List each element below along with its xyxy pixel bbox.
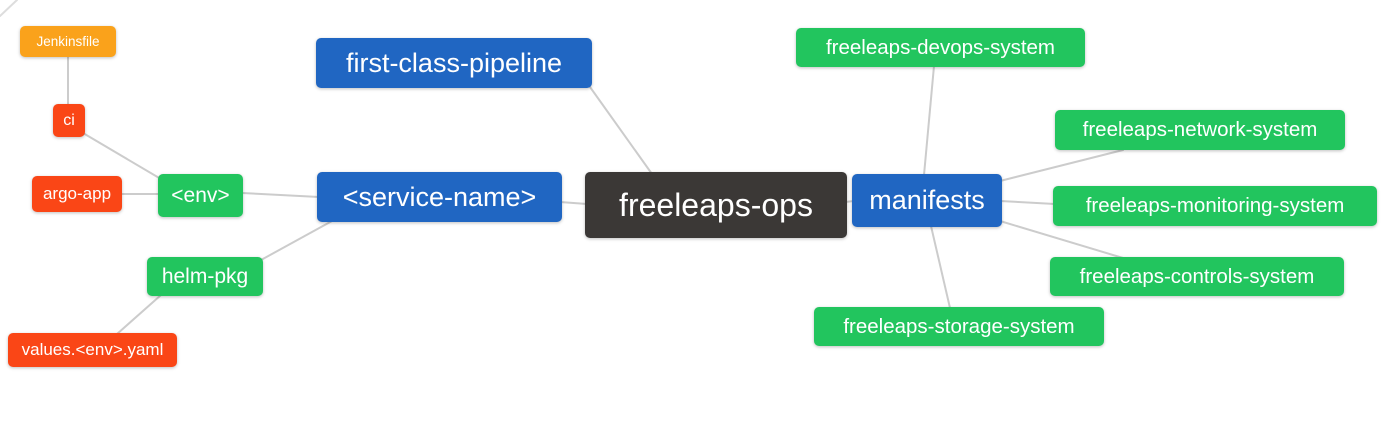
node-helm-pkg[interactable]: helm-pkg bbox=[147, 257, 263, 296]
edge-fcp-root bbox=[589, 86, 653, 175]
edge-manifests-monitoring bbox=[999, 200, 1056, 205]
node-service-name[interactable]: <service-name> bbox=[317, 172, 562, 222]
node-env[interactable]: <env> bbox=[158, 174, 243, 217]
node-freeleaps-network-system[interactable]: freeleaps-network-system bbox=[1055, 110, 1345, 150]
edge-ci-env bbox=[82, 132, 167, 183]
node-freeleaps-storage-system[interactable]: freeleaps-storage-system bbox=[814, 307, 1104, 346]
edge-manifests-network bbox=[999, 149, 1124, 182]
edge-helm-pkg-service-name bbox=[260, 220, 333, 261]
node-freeleaps-monitoring-system[interactable]: freeleaps-monitoring-system bbox=[1053, 186, 1377, 226]
node-freeleaps-devops-system[interactable]: freeleaps-devops-system bbox=[796, 28, 1085, 67]
node-jenkinsfile[interactable]: Jenkinsfile bbox=[20, 26, 116, 57]
node-manifests[interactable]: manifests bbox=[852, 174, 1002, 227]
edge-manifests-storage bbox=[930, 225, 951, 309]
node-freeleaps-ops-root[interactable]: freeleaps-ops bbox=[585, 172, 847, 238]
edge-env-service-name bbox=[241, 192, 320, 198]
edge-manifests-controls bbox=[999, 220, 1124, 259]
node-values-env-yaml[interactable]: values.<env>.yaml bbox=[8, 333, 177, 367]
node-ci[interactable]: ci bbox=[53, 104, 85, 137]
node-argo-app[interactable]: argo-app bbox=[32, 176, 122, 212]
edge-service-name-root bbox=[559, 201, 588, 205]
node-first-class-pipeline[interactable]: first-class-pipeline bbox=[316, 38, 592, 88]
edge-manifests-devops bbox=[923, 65, 935, 176]
node-freeleaps-controls-system[interactable]: freeleaps-controls-system bbox=[1050, 257, 1344, 296]
edge-offscreen bbox=[0, 0, 18, 17]
edge-values-helm-pkg bbox=[116, 294, 162, 335]
